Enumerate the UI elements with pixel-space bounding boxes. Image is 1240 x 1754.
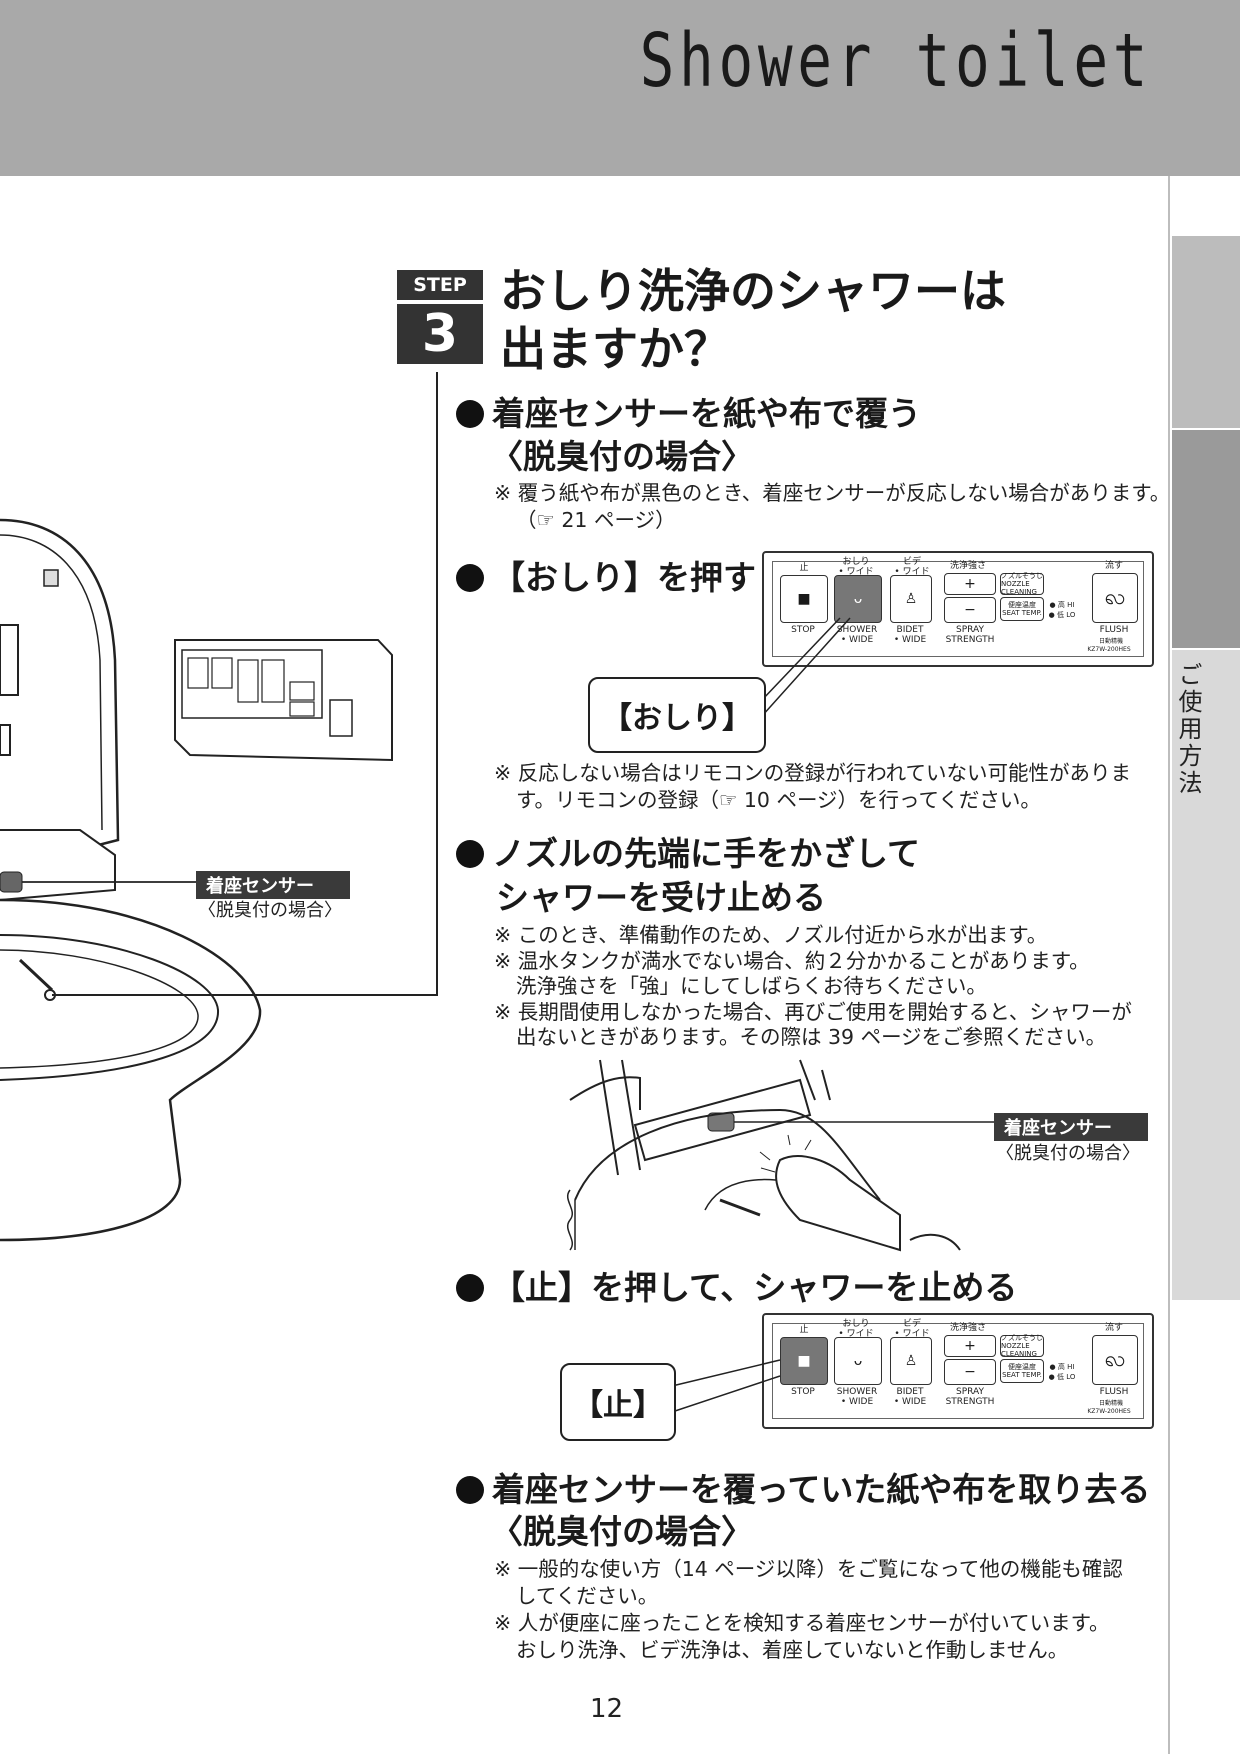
side-index-tab (1172, 650, 1240, 1300)
section-5-subheading: 〈脱臭付の場合〉 (490, 1512, 754, 1551)
nozzle-hand-illustration (567, 1059, 995, 1252)
flush-button[interactable]: ꩮ (1092, 573, 1138, 623)
callout-oshiri: 【おしり】 (588, 677, 766, 753)
shower-button[interactable]: ᴗ (834, 1337, 882, 1385)
bullet-icon (456, 1274, 484, 1302)
flush-icon: ꩮ (1104, 1346, 1126, 1372)
side-index-tab-active (1172, 430, 1240, 648)
section-3-notes: ※ このとき、準備動作のため、ノズル付近から水が出ます。 ※ 温水タンクが満水で… (494, 923, 1132, 1049)
bidet-button[interactable]: ♙ (890, 575, 932, 623)
section-5-heading: 着座センサーを覆っていた紙や布を取り去る (456, 1468, 1150, 1512)
page-number: 12 (590, 1694, 624, 1724)
section-2-note: ※ 反応しない場合はリモコンの登録が行われていない可能性がありま す。リモコンの… (494, 761, 1132, 812)
side-index-tab (1172, 236, 1240, 428)
page-header: Shower toilet (0, 0, 1240, 176)
section-5-notes: ※ 一般的な使い方（14 ページ以降）をご覧になって他の機能も確認 してください… (494, 1557, 1123, 1662)
strength-minus-button[interactable]: − (944, 597, 996, 623)
bidet-button[interactable]: ♙ (890, 1337, 932, 1385)
bullet-icon (456, 400, 484, 428)
callout-stop: 【止】 (560, 1363, 676, 1441)
strength-plus-button[interactable]: + (944, 573, 996, 595)
section-2-heading: 【おしり】を押す (456, 556, 756, 600)
strength-minus-button[interactable]: − (944, 1359, 996, 1385)
callout-leader-1 (761, 617, 851, 717)
margin-divider (1168, 176, 1170, 1754)
section-1-note: ※ 覆う紙や布が黒色のとき、着座センサーが反応しない場合があります。 （☞ 21… (494, 481, 1171, 532)
callout-leader-2 (671, 1359, 781, 1413)
bullet-icon (456, 564, 484, 592)
shower-icon: ᴗ (853, 591, 863, 607)
page-title: おしり洗浄のシャワーは 出ますか？ (500, 262, 1006, 378)
section-3-subheading: シャワーを受け止める (496, 878, 826, 917)
section-1-heading: 着座センサーを紙や布で覆う (456, 392, 921, 436)
sensor-tag-right: 着座センサー (994, 1113, 1148, 1141)
section-1-subheading: 〈脱臭付の場合〉 (490, 437, 754, 476)
brand-logo: Shower toilet (639, 18, 1152, 104)
title-line-1: おしり洗浄のシャワーは (500, 264, 1006, 318)
shower-button[interactable]: ᴗ (834, 575, 882, 623)
strength-plus-button[interactable]: + (944, 1335, 996, 1357)
step-label: STEP (397, 270, 483, 300)
bidet-icon: ♙ (904, 1353, 918, 1369)
section-3-heading: ノズルの先端に手をかざして (456, 832, 920, 876)
flush-icon: ꩮ (1104, 584, 1126, 610)
remote-panel-1: 止 ■ STOP おしり• ワイド ᴗ SHOWER• WIDE ビデ• ワイド… (762, 551, 1154, 667)
step-badge: STEP 3 (397, 270, 483, 364)
remote-panel-2: 止 ■ STOP おしり• ワイド ᴗ SHOWER• WIDE ビデ• ワイド… (762, 1313, 1154, 1429)
stop-button[interactable]: ■ (780, 575, 828, 623)
section-4-heading: 【止】を押して、シャワーを止める (456, 1266, 1017, 1310)
step-number: 3 (397, 304, 483, 364)
sensor-sub-left: 〈脱臭付の場合〉 (198, 900, 342, 921)
side-index-label: ご使用方法 (1174, 662, 1202, 797)
toilet-illustration (0, 372, 438, 1242)
bidet-icon: ♙ (904, 591, 918, 607)
bullet-icon (456, 840, 484, 868)
stop-button[interactable]: ■ (780, 1337, 828, 1385)
title-line-2: 出ますか？ (500, 322, 730, 376)
sensor-sub-right: 〈脱臭付の場合〉 (996, 1143, 1140, 1164)
flush-button[interactable]: ꩮ (1092, 1335, 1138, 1385)
sensor-tag-left: 着座センサー (196, 871, 350, 899)
shower-icon: ᴗ (853, 1353, 863, 1369)
bullet-icon (456, 1476, 484, 1504)
